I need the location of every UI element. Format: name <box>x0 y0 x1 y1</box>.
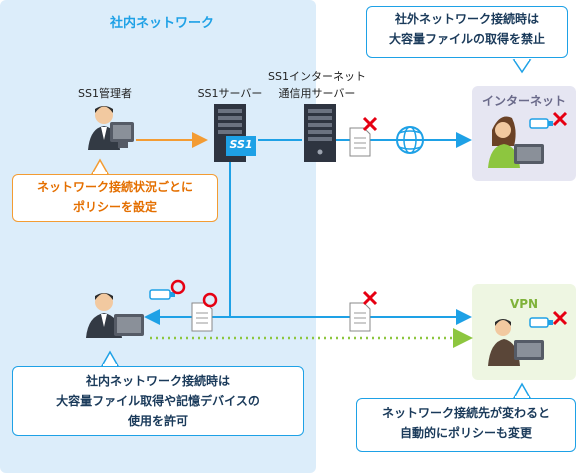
external-block-callout: 社外ネットワーク接続時は 大容量ファイルの取得を禁止 <box>366 6 568 58</box>
admin-label: SS1管理者 <box>78 87 132 100</box>
internal-allowed-line2: 大容量ファイル取得や記憶デバイスの <box>56 394 260 408</box>
internet-server-icon <box>304 104 336 162</box>
external-block-line1: 社外ネットワーク接続時は <box>394 12 539 26</box>
auto-change-callout-pointer <box>512 382 532 399</box>
internal-zone-title: 社内ネットワーク <box>110 16 215 31</box>
blocked-file-icon-internet <box>349 116 378 157</box>
auto-change-line1: ネットワーク接続先が変わると <box>381 406 550 420</box>
allowed-file-icon-internal <box>191 292 218 332</box>
auto-change-callout: ネットワーク接続先が変わると 自動的にポリシーも変更 <box>356 398 576 452</box>
ss1-server-icon <box>214 104 256 162</box>
policy-callout: ネットワーク接続状況ごとに ポリシーを設定 <box>12 174 218 222</box>
internet-zone-title: インターネット <box>481 94 566 108</box>
globe-icon <box>396 126 424 154</box>
usb-drive-icon-internet <box>529 111 568 129</box>
admin-person-icon <box>88 106 134 150</box>
blocked-file-icon-vpn <box>349 290 378 332</box>
vpn-user-icon <box>488 319 544 366</box>
policy-callout-pointer <box>90 158 110 175</box>
internet-server-label-1: SS1インターネット <box>268 70 366 83</box>
ss1-server-label: SS1サーバー <box>197 87 263 100</box>
internet-user-icon <box>488 116 544 168</box>
ss1-logo-text: SS1 <box>229 138 253 151</box>
vpn-zone-title: VPN <box>509 297 539 311</box>
internal-allowed-callout: 社内ネットワーク接続時は 大容量ファイル取得や記憶デバイスの 使用を許可 <box>12 366 304 436</box>
usb-drive-icon-vpn <box>529 310 568 328</box>
internal-user-icon <box>86 293 144 338</box>
usb-drive-icon-allowed <box>149 279 186 300</box>
internal-callout-pointer <box>100 350 120 367</box>
external-callout-pointer <box>512 59 532 74</box>
external-block-line2: 大容量ファイルの取得を禁止 <box>388 32 545 46</box>
internet-server-label-2: 通信用サーバー <box>278 87 356 100</box>
auto-change-line2: 自動的にポリシーも変更 <box>399 426 532 440</box>
internal-allowed-line3: 使用を許可 <box>127 414 188 428</box>
internal-allowed-line1: 社内ネットワーク接続時は <box>85 374 230 388</box>
policy-callout-line2: ポリシーを設定 <box>72 200 157 214</box>
policy-callout-line1: ネットワーク接続状況ごとに <box>36 180 193 194</box>
